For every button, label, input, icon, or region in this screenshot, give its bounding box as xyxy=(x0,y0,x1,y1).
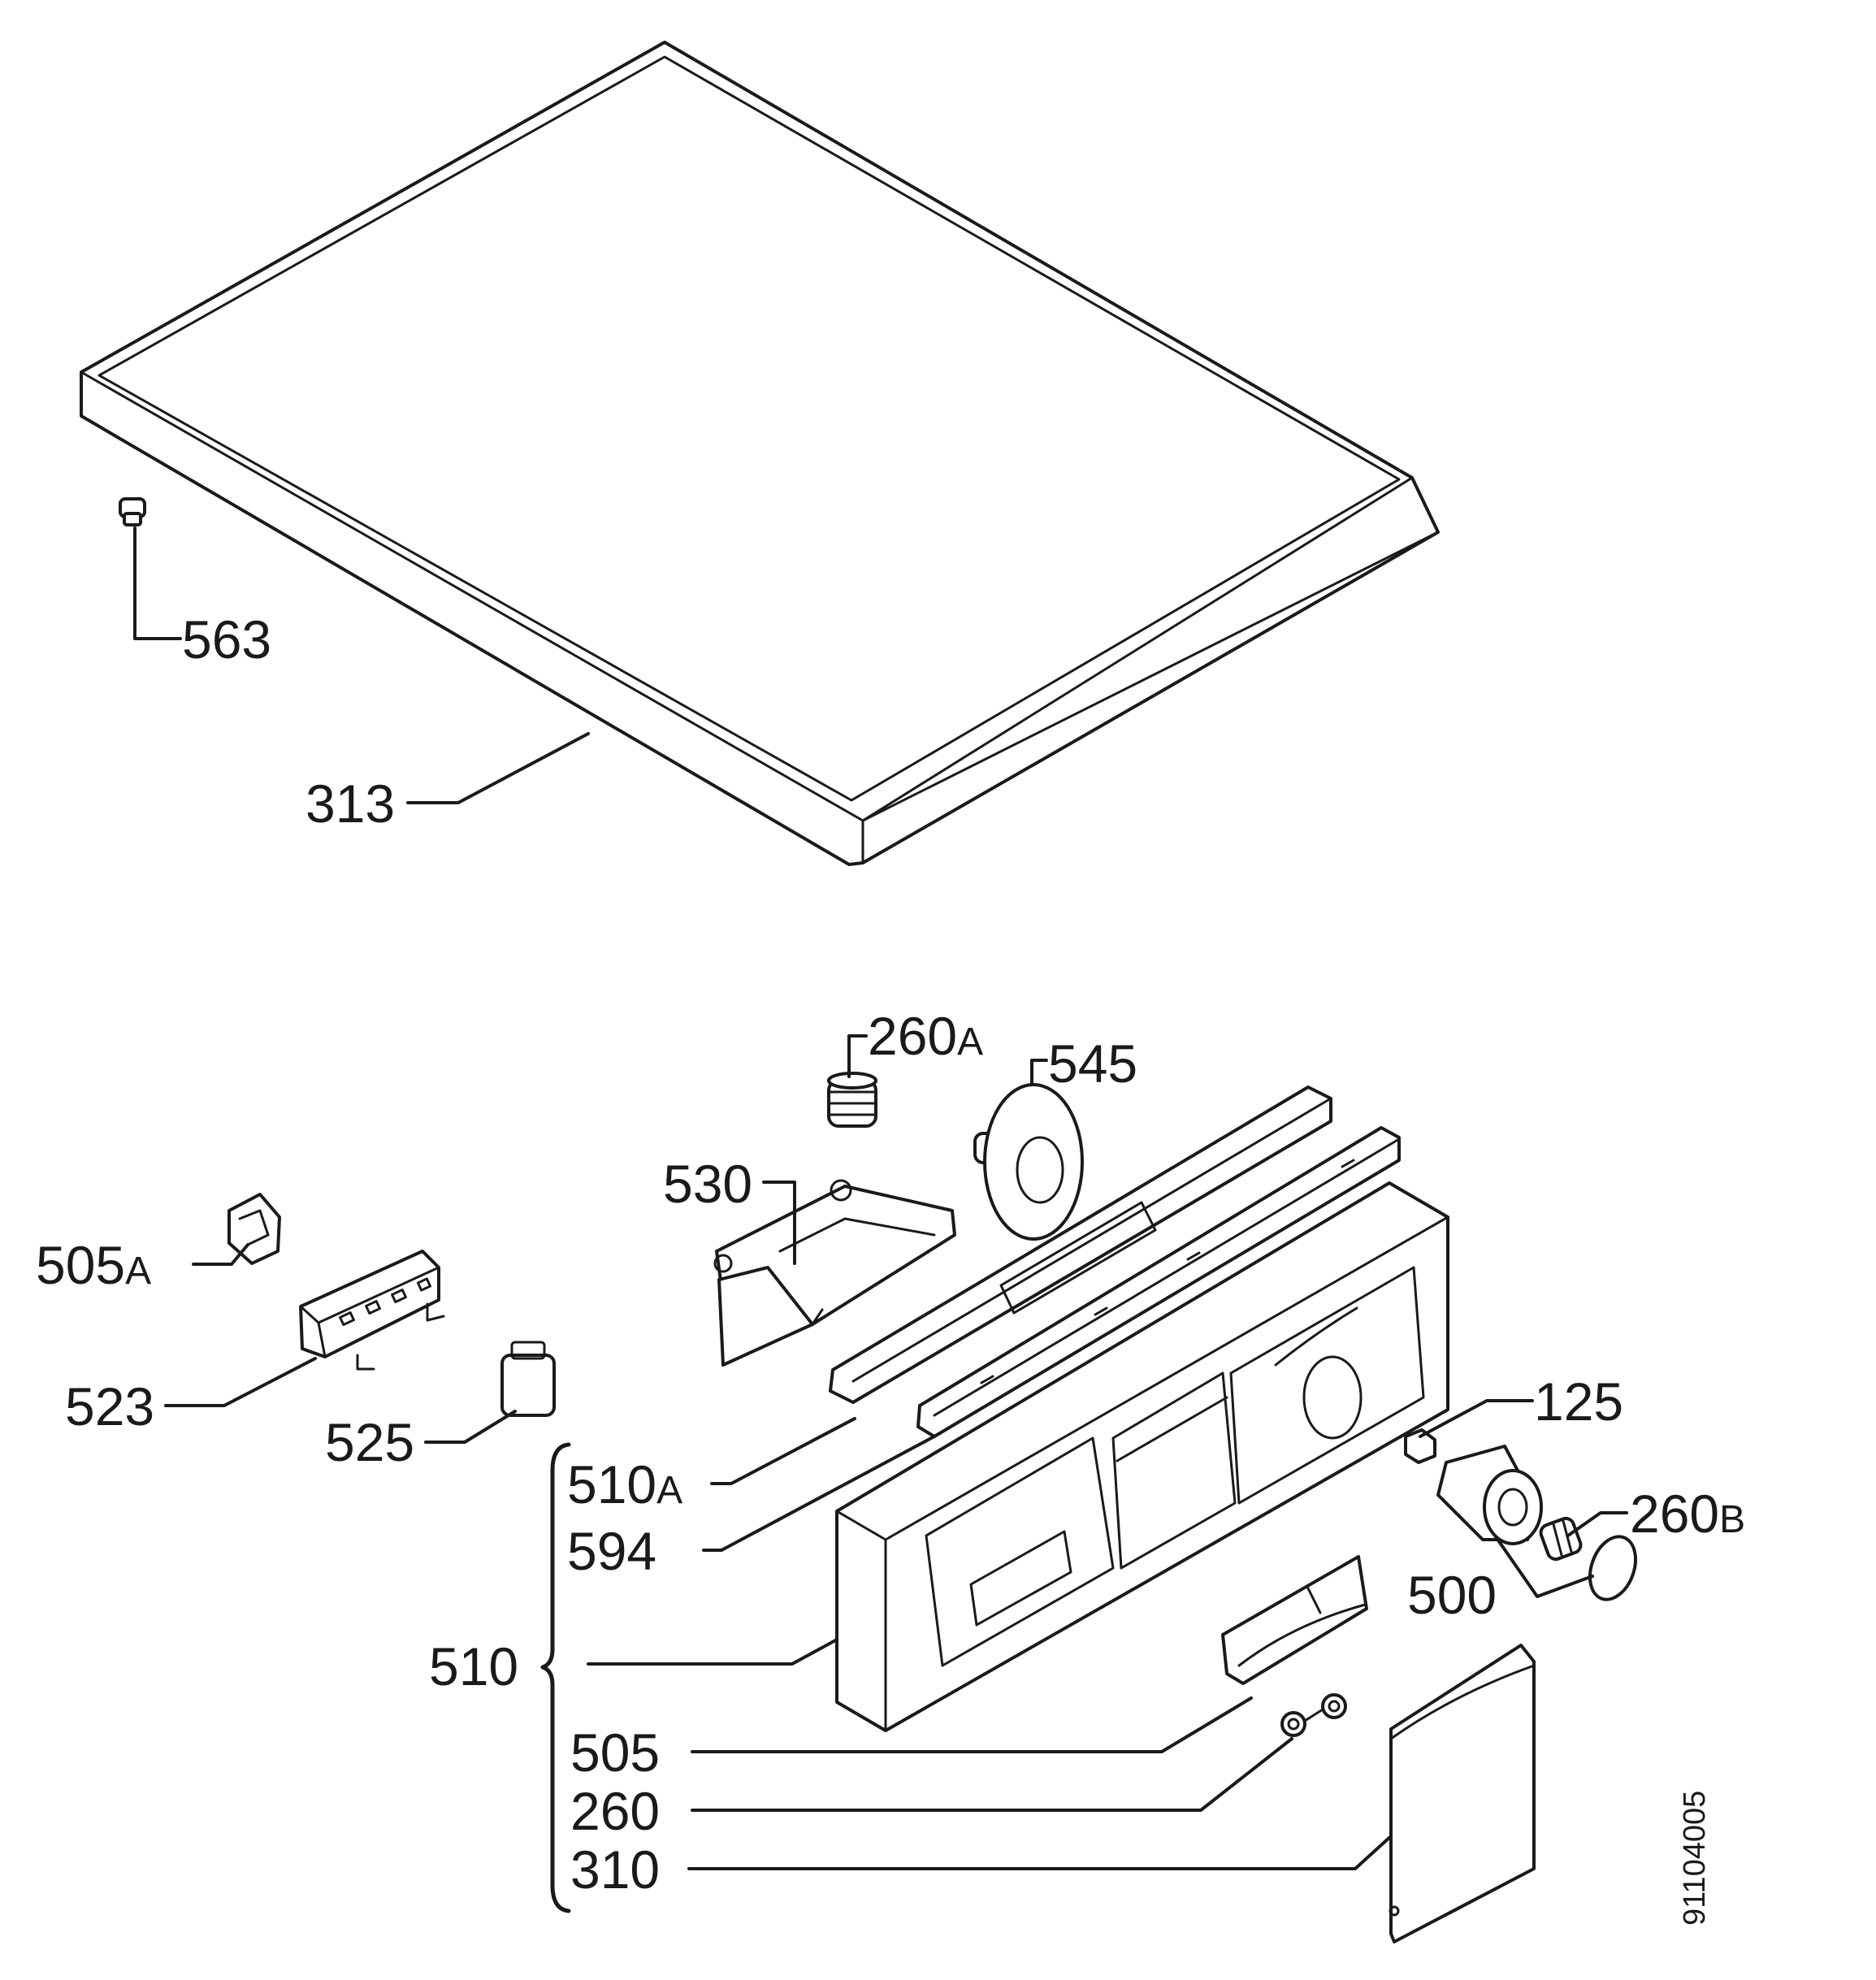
leader-313 xyxy=(406,732,590,804)
leader-510 xyxy=(587,1638,838,1666)
label-313: 313 xyxy=(305,773,395,834)
part-510-control-panel xyxy=(835,1181,1449,1732)
leader-545 xyxy=(1030,1059,1048,1086)
leader-523 xyxy=(164,1357,317,1407)
part-500-knob-cap xyxy=(1588,1535,1638,1601)
part-125-nut xyxy=(1404,1428,1436,1464)
part-525-block xyxy=(500,1341,556,1417)
part-260-springs xyxy=(1280,1693,1347,1737)
part-260a-spring xyxy=(827,1072,877,1128)
leader-530 xyxy=(762,1181,796,1265)
label-510a: 510A xyxy=(567,1454,682,1514)
leader-125 xyxy=(1419,1399,1534,1438)
leader-594 xyxy=(702,1435,936,1552)
label-260a: 260A xyxy=(868,1006,983,1066)
label-500: 500 xyxy=(1407,1565,1497,1625)
label-260b: 260B xyxy=(1630,1484,1745,1544)
part-260b-spring xyxy=(1539,1516,1583,1562)
label-530: 530 xyxy=(663,1154,752,1214)
label-260: 260 xyxy=(570,1781,660,1841)
label-563: 563 xyxy=(182,609,271,669)
label-505: 505 xyxy=(570,1722,660,1783)
leader-260a xyxy=(847,1034,868,1078)
leader-310 xyxy=(687,1835,1393,1870)
part-500-knob-body xyxy=(1436,1445,1543,1545)
group-brace-510 xyxy=(540,1442,571,1913)
part-310-door xyxy=(1389,1644,1536,1943)
part-505-latch-cover xyxy=(1221,1555,1368,1685)
document-number: 91104005 xyxy=(1678,1791,1712,1926)
part-505a-clip xyxy=(227,1193,281,1265)
label-594: 594 xyxy=(567,1521,656,1581)
leader-563 xyxy=(133,526,182,640)
part-530-bracket xyxy=(713,1179,956,1367)
leader-260 xyxy=(691,1737,1293,1812)
label-310: 310 xyxy=(570,1839,660,1900)
leader-510a xyxy=(710,1417,856,1485)
leader-260b xyxy=(1566,1511,1628,1537)
leader-505 xyxy=(691,1696,1253,1753)
part-545-knob xyxy=(973,1083,1084,1241)
label-505a: 505A xyxy=(36,1235,151,1295)
label-523: 523 xyxy=(65,1376,154,1436)
label-545: 545 xyxy=(1048,1033,1137,1094)
leader-525 xyxy=(424,1410,517,1444)
part-594-trim-rail xyxy=(916,1126,1401,1438)
part-523-switch-block xyxy=(299,1250,445,1371)
part-563-plug xyxy=(119,497,146,526)
label-125: 125 xyxy=(1534,1371,1623,1432)
leader-505a xyxy=(192,1243,249,1266)
label-525: 525 xyxy=(325,1412,414,1472)
leader-500 xyxy=(1493,1534,1594,1598)
label-510: 510 xyxy=(429,1636,518,1696)
leader-lines xyxy=(133,526,1628,1870)
part-313-top-lid xyxy=(80,41,1440,866)
part-510a-trim-rail xyxy=(829,1085,1332,1404)
